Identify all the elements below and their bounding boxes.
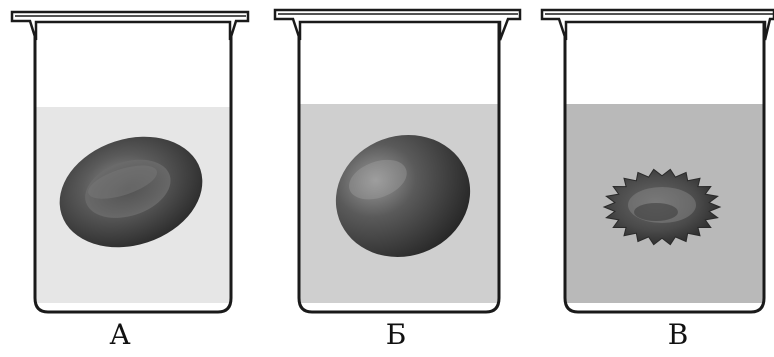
beaker-b <box>275 10 520 312</box>
beaker-a <box>12 12 248 312</box>
beaker-label-a: А <box>90 318 150 352</box>
beaker-c <box>542 10 774 312</box>
beaker-label-c: В <box>648 318 708 352</box>
beaker-label-b: Б <box>366 318 426 352</box>
